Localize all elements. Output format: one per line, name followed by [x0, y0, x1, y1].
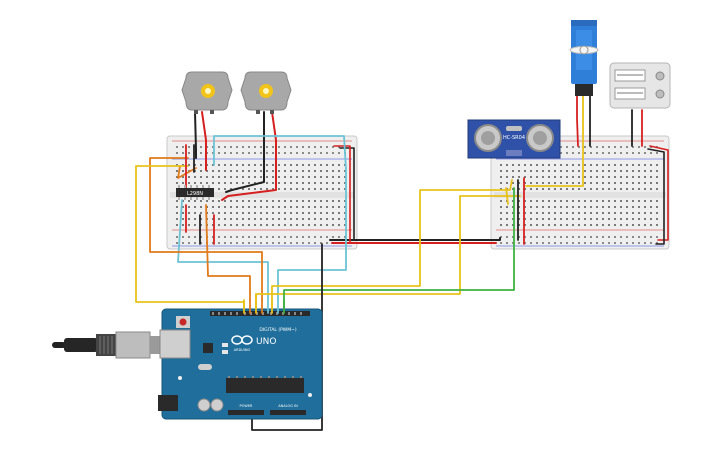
digital-header-label: DIGITAL (PWM~) — [259, 327, 297, 333]
driver-chip-label: L298N — [187, 191, 203, 197]
motor-icon — [240, 71, 292, 114]
usb-cable-icon — [52, 331, 164, 359]
servo-icon — [569, 20, 599, 96]
ultrasonic-sensor: HC-SR04 — [467, 119, 561, 159]
arduino-logo-icon — [231, 335, 253, 345]
microcontroller-board: DIGITAL (PWM~) UNO ARDUINO POWER ANALOG … — [158, 308, 323, 420]
board-model: UNO — [256, 337, 276, 347]
battery-pack-icon — [609, 62, 671, 109]
board-brand: ARDUINO — [234, 348, 251, 352]
header-wire-ends — [243, 293, 285, 314]
sensor-label: HC-SR04 — [503, 135, 525, 141]
analog-header-label: ANALOG IN — [278, 404, 298, 408]
power-header-label: POWER — [240, 404, 254, 408]
driver-chip: L298N — [176, 185, 214, 200]
motor-icon — [181, 71, 233, 114]
